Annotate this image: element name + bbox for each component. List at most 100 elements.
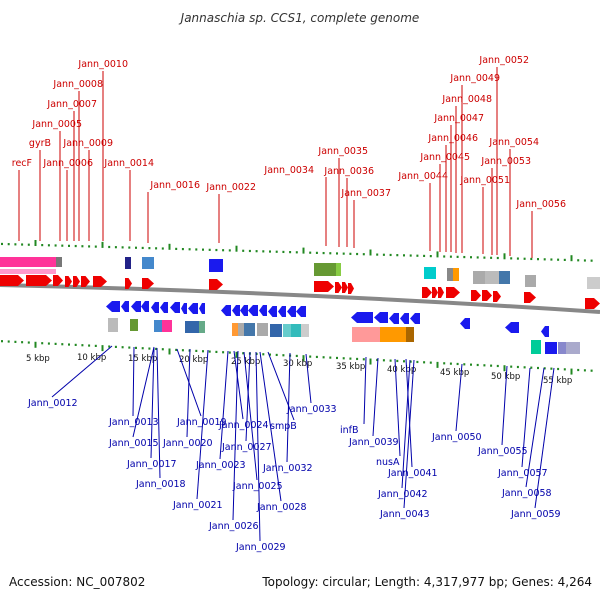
reverse-gene-arrow <box>170 302 180 313</box>
bottom-label-leader <box>403 359 415 509</box>
reverse-gene-arrow <box>160 302 168 313</box>
bottom-label-leader <box>186 348 191 438</box>
gene-feature-box <box>499 271 510 284</box>
gene-feature-box <box>56 257 62 267</box>
gene-label-jann-0012: Jann_0012 <box>27 398 78 409</box>
reverse-gene-arrow <box>505 322 519 333</box>
gene-label-jann-0027: Jann_0027 <box>221 442 272 453</box>
topology-text: Topology: circular; Length: 4,317,977 bp… <box>261 575 592 589</box>
gene-label-infb: infB <box>340 425 359 436</box>
forward-gene-arrow <box>524 292 536 303</box>
forward-gene-arrow <box>209 279 223 290</box>
reverse-gene-arrow <box>248 305 258 316</box>
gene-feature-box <box>244 323 255 336</box>
gene-label-jann-0010: Jann_0010 <box>77 59 128 70</box>
bottom-label-leader <box>156 347 161 479</box>
reverse-gene-arrow <box>151 302 159 313</box>
reverse-gene-arrow <box>106 301 120 312</box>
gene-label-jann-0033: Jann_0033 <box>286 404 337 415</box>
bottom-label-leader <box>259 351 282 502</box>
top-tick-row <box>1 240 593 262</box>
reverse-gene-arrow <box>287 306 296 317</box>
accession-text: Accession: NC_007802 <box>9 575 145 589</box>
kbp-scale-label: 20 kbp <box>179 355 208 365</box>
gene-label-jann-0013: Jann_0013 <box>108 417 159 428</box>
reverse-gene-arrow <box>541 326 549 337</box>
forward-gene-arrow <box>142 278 154 289</box>
gene-feature-box <box>199 321 205 333</box>
bottom-label-leader <box>534 367 555 509</box>
gene-feature-box <box>283 324 291 337</box>
gene-label-jann-0005: Jann_0005 <box>31 119 82 130</box>
gene-label-jann-0055: Jann_0055 <box>477 446 528 457</box>
gene-feature-box <box>291 324 301 337</box>
kbp-scale-label: 5 kbp <box>26 354 50 364</box>
gene-label-jann-0008: Jann_0008 <box>52 79 103 90</box>
bottom-label-leader <box>455 363 463 432</box>
gene-label-jann-0032: Jann_0032 <box>262 463 313 474</box>
gene-label-jann-0041: Jann_0041 <box>387 468 438 479</box>
gene-label-jann-0024: Jann_0024 <box>218 420 269 431</box>
bottom-label-leader <box>150 347 155 459</box>
kbp-scale-label: 25 kbp <box>231 357 260 367</box>
gene-feature-box <box>380 327 406 342</box>
bottom-label-leader <box>521 367 531 468</box>
gene-label-jann-0044: Jann_0044 <box>397 171 448 182</box>
forward-gene-arrow <box>65 276 72 287</box>
forward-gene-arrow <box>432 287 438 298</box>
gene-label-jann-0043: Jann_0043 <box>379 509 430 520</box>
gene-label-jann-0025: Jann_0025 <box>232 481 283 492</box>
gene-feature-box <box>0 257 56 267</box>
kbp-scale-label: 50 kbp <box>491 372 520 382</box>
gene-feature-box <box>270 324 282 337</box>
gene-label-recf: recF <box>12 158 32 169</box>
gene-label-jann-0051: Jann_0051 <box>459 175 510 186</box>
bottom-label-leader <box>394 358 401 457</box>
bottom-label-leader <box>363 356 367 425</box>
gene-label-jann-0049: Jann_0049 <box>449 73 500 84</box>
forward-gene-arrow <box>446 287 460 298</box>
gene-arrows <box>0 275 600 337</box>
gene-feature-box <box>238 323 244 336</box>
reverse-gene-arrow <box>374 312 388 323</box>
gene-label-jann-0020: Jann_0020 <box>162 438 213 449</box>
forward-gene-arrow <box>438 287 444 298</box>
bottom-label-leader <box>232 350 239 521</box>
gene-label-jann-0022: Jann_0022 <box>205 182 256 193</box>
kbp-scale-label: 35 kbp <box>336 362 365 372</box>
reverse-gene-arrow <box>259 305 267 316</box>
reverse-gene-arrow <box>232 305 240 316</box>
gene-label-jann-0050: Jann_0050 <box>431 432 482 443</box>
reverse-gene-arrow <box>199 303 205 314</box>
gene-label-jann-0059: Jann_0059 <box>510 509 561 520</box>
gene-label-jann-0046: Jann_0046 <box>427 133 478 144</box>
gene-label-jann-0056: Jann_0056 <box>515 199 566 210</box>
kbp-scale-label: 45 kbp <box>440 368 469 378</box>
forward-gene-arrow <box>471 290 481 301</box>
forward-gene-arrow <box>73 276 80 287</box>
gene-label-jann-0028: Jann_0028 <box>256 502 307 513</box>
gene-feature-box <box>485 271 499 284</box>
gene-label-smpb: smpB <box>270 421 297 432</box>
gene-feature-box <box>125 257 131 269</box>
forward-gene-arrow <box>482 290 492 301</box>
gene-label-jann-0057: Jann_0057 <box>497 468 548 479</box>
bottom-label-leader <box>245 351 251 442</box>
reverse-gene-arrow <box>268 306 277 317</box>
gene-feature-box <box>0 269 56 274</box>
gene-feature-box <box>154 320 164 332</box>
kbp-scale-label: 10 kbp <box>77 353 106 363</box>
gene-label-jann-0017: Jann_0017 <box>126 459 177 470</box>
reverse-gene-arrow <box>410 313 420 324</box>
gene-feature-box <box>525 275 536 287</box>
bottom-label-leader <box>372 357 379 437</box>
map-title: Jannaschia sp. CCS1, complete genome <box>179 11 420 25</box>
gene-label-jann-0016: Jann_0016 <box>149 180 200 191</box>
kbp-scale-label: 30 kbp <box>283 359 312 369</box>
bottom-gene-labels: Jann_0012Jann_0013Jann_0015Jann_0017Jann… <box>27 345 561 553</box>
gene-label-jann-0048: Jann_0048 <box>441 94 492 105</box>
gene-label-jann-0023: Jann_0023 <box>195 460 246 471</box>
forward-gene-arrow <box>493 291 501 302</box>
bottom-label-leader <box>233 350 244 420</box>
